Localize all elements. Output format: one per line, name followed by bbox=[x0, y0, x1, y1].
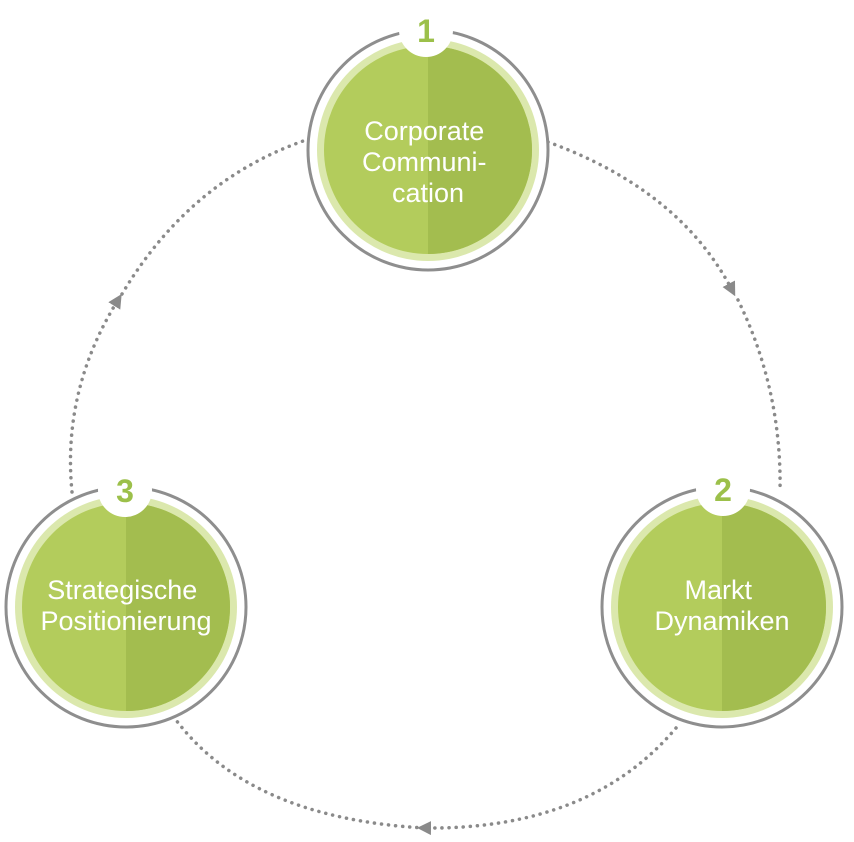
node-3: Strategische Positionierung 3 bbox=[4, 463, 248, 729]
node-1-number: 1 bbox=[417, 13, 435, 49]
node-3-label: Strategische Positionierung bbox=[40, 575, 211, 636]
node-2: Markt Dynamiken 2 bbox=[600, 462, 844, 729]
node-3-number: 3 bbox=[116, 473, 134, 509]
connectors bbox=[68, 138, 782, 836]
node-1-label: Corporate Communi- cation bbox=[362, 116, 494, 208]
node-1-label-line-3: cation bbox=[392, 178, 464, 208]
node-3-label-line-1: Strategische bbox=[47, 575, 197, 605]
node-2-number: 2 bbox=[714, 472, 732, 508]
connector-1-to-2 bbox=[546, 140, 736, 297]
node-1-label-line-2: Communi- bbox=[362, 147, 487, 177]
node-2-label-line-2: Dynamiken bbox=[654, 606, 789, 636]
node-2-label-line-1: Markt bbox=[684, 575, 752, 605]
node-2-label: Markt Dynamiken bbox=[654, 575, 789, 636]
connector-3-to-1 bbox=[68, 294, 122, 494]
node-1-badge bbox=[399, 3, 453, 57]
connector-3-to-1-tail bbox=[120, 138, 308, 296]
node-3-label-line-2: Positionierung bbox=[40, 606, 211, 636]
node-1-label-line-1: Corporate bbox=[364, 116, 484, 146]
node-1: Corporate Communi- cation 1 bbox=[306, 3, 550, 272]
connector-2-to-3-tail bbox=[174, 718, 426, 830]
connector-2-to-1-side bbox=[736, 298, 782, 494]
node-3-badge bbox=[98, 463, 152, 517]
connector-2-to-3 bbox=[417, 726, 678, 836]
node-2-badge bbox=[696, 462, 750, 516]
